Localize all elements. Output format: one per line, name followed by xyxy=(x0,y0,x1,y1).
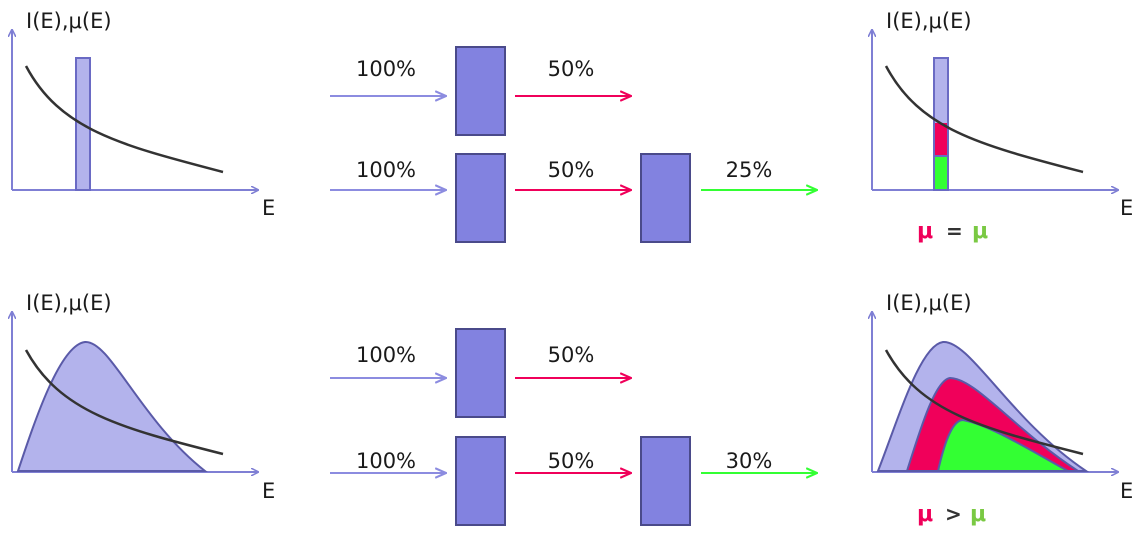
relation-greater: > xyxy=(945,502,962,526)
incoming-percent: 100% xyxy=(356,343,416,367)
final-percent: 30% xyxy=(726,449,773,473)
transmitted-percent: 50% xyxy=(548,158,595,182)
absorber-box xyxy=(455,436,506,526)
spectrum-area xyxy=(16,340,208,472)
absorption-curve xyxy=(884,349,1084,456)
flow-bottom-row2: 100% 50% 30% xyxy=(330,436,817,526)
x-axis-label: E xyxy=(262,479,275,503)
y-axis-label: I(E),μ(E) xyxy=(26,291,112,315)
relation-equal: = xyxy=(946,219,963,243)
green-absorbed-segment xyxy=(935,156,947,189)
flow-top-row2: 100% 50% 25% xyxy=(330,153,817,243)
mu-green: μ xyxy=(972,219,988,244)
mu-green: μ xyxy=(970,502,986,527)
incoming-percent: 100% xyxy=(356,158,416,182)
absorption-curve xyxy=(884,65,1084,174)
absorber-box xyxy=(455,153,506,243)
y-axis-label: I(E),μ(E) xyxy=(886,9,972,33)
mu-red: μ xyxy=(917,219,933,244)
absorber-box xyxy=(455,328,506,418)
absorption-curve xyxy=(24,65,224,174)
plot-top-right: I(E),μ(E) E μ = μ xyxy=(872,9,1133,244)
flow-top-row1: 100% 50% xyxy=(330,46,631,136)
flow-bottom-row1: 100% 50% xyxy=(330,328,631,418)
y-axis-label: I(E),μ(E) xyxy=(26,9,112,33)
x-axis-label: E xyxy=(1120,479,1133,503)
absorber-box-2 xyxy=(640,436,691,526)
absorption-curve xyxy=(24,349,224,456)
plot-bottom-left: I(E),μ(E) E xyxy=(12,291,275,503)
incoming-percent: 100% xyxy=(356,57,416,81)
absorber-box xyxy=(455,46,506,136)
y-axis-label: I(E),μ(E) xyxy=(886,291,972,315)
mu-red: μ xyxy=(917,502,933,527)
absorber-box-2 xyxy=(640,153,691,243)
x-axis-label: E xyxy=(1120,196,1133,220)
transmitted-percent: 50% xyxy=(548,449,595,473)
x-axis-label: E xyxy=(262,196,275,220)
plot-top-left: I(E),μ(E) E xyxy=(12,9,275,220)
bar-outline xyxy=(933,57,949,191)
incoming-percent: 100% xyxy=(356,449,416,473)
plot-bottom-right: I(E),μ(E) E μ > μ xyxy=(872,291,1133,527)
red-absorbed-segment xyxy=(935,123,947,156)
transmitted-percent: 50% xyxy=(548,57,595,81)
final-percent: 25% xyxy=(726,158,773,182)
transmitted-percent: 50% xyxy=(548,343,595,367)
